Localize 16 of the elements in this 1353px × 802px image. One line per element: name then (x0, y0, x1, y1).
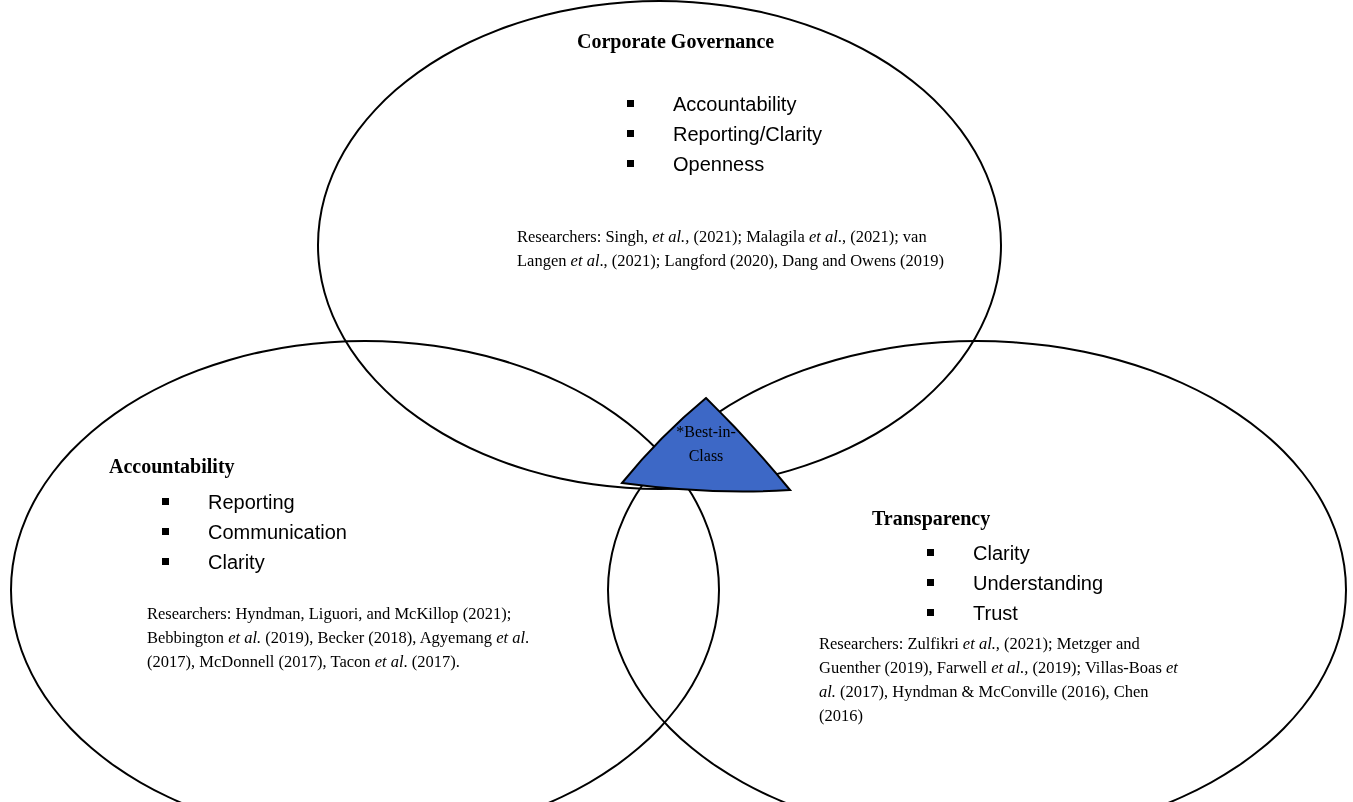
list-item: Clarity (973, 541, 1030, 565)
citation-text: Researchers: Hyndman, Liguori, and McKillop (2021); Bebbington et al. (2019), Becker (2018), Agyemang et al. (2017), McDonnell (2017), Tacon et al. (2017). (147, 603, 531, 673)
circle-heading: Accountability (109, 455, 235, 478)
list-item: Understanding (973, 571, 1104, 595)
citation-text: Researchers: Singh, et al., (2021); Malagila et al., (2021); van Langen et al., (2021); Langford (2020), Dang and Owens (2019) (517, 226, 946, 272)
citation-text: Researchers: Zulfikri et al., (2021); Metzger and Guenther (2019), Farwell et al., (2019); Villas-Boas et al. (2017), Hyndman & McConville (2016), Chen (2016) (819, 633, 1179, 727)
list-item: Trust (973, 601, 1018, 625)
list-item: Reporting/Clarity (673, 122, 822, 146)
region-label: *Best-in-Class (676, 422, 736, 466)
list-item: Openness (673, 152, 765, 176)
list-item: Accountability (673, 92, 797, 116)
list-item: Communication (208, 520, 347, 544)
circle-heading: Corporate Governance (577, 30, 775, 53)
list-item: Reporting (208, 490, 295, 514)
list-item: Clarity (208, 550, 265, 574)
circle-heading: Transparency (872, 507, 991, 530)
